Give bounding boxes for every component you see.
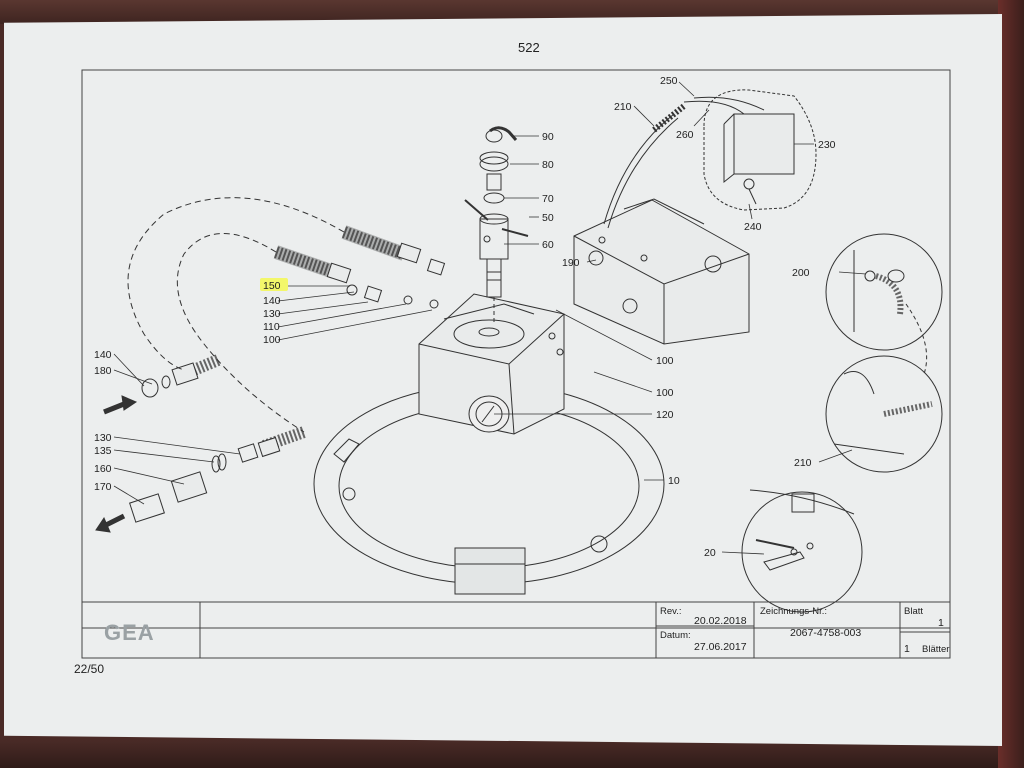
leader-lines: [113, 81, 867, 555]
callout-135: 135: [94, 445, 112, 457]
callout-230: 230: [818, 139, 836, 151]
callout-260: 260: [676, 129, 694, 141]
drawing-sheet: 522 22/50: [4, 14, 1002, 746]
detail-circle-200: [825, 233, 943, 351]
sheets-total: 1: [904, 643, 910, 655]
highlight-150: [260, 278, 288, 291]
valve-stack: [464, 126, 529, 324]
base-plate: [313, 383, 665, 595]
callout-80: 80: [542, 159, 554, 171]
callout-100-left: 100: [263, 334, 281, 346]
cable-210: [603, 113, 675, 225]
callout-140-left: 140: [94, 349, 112, 361]
callout-130-top: 130: [263, 308, 281, 320]
central-housing: [418, 293, 565, 435]
callout-200: 200: [792, 267, 810, 279]
drawing-no-label: Zeichnungs-Nr.:: [760, 606, 827, 617]
callout-240: 240: [744, 221, 762, 233]
datum-label: Datum:: [660, 630, 691, 641]
callout-100-low: 100: [656, 387, 674, 399]
hose-assembly: [95, 197, 446, 533]
drawing-frame: [81, 69, 951, 629]
gea-logo: GEA: [104, 620, 155, 645]
callout-100-mid: 100: [656, 355, 674, 367]
sheet-label: Blatt: [904, 606, 923, 617]
table-surface-right: [998, 0, 1024, 768]
exploded-parts-diagram: 90 80 70 50 60 190 250 210 260 230 240 2…: [81, 69, 951, 659]
detail-terminal-box: [683, 89, 817, 211]
datum-date: 27.06.2017: [694, 641, 747, 653]
callout-10: 10: [668, 475, 680, 487]
table-surface-bottom: [0, 740, 1024, 768]
rev-label: Rev.:: [660, 606, 681, 617]
callout-60: 60: [542, 239, 554, 251]
callout-180: 180: [94, 365, 112, 377]
sheet-index: 22/50: [74, 662, 105, 676]
callout-170: 170: [94, 481, 112, 493]
callout-50: 50: [542, 212, 554, 224]
callout-20: 20: [704, 547, 716, 559]
rev-date: 20.02.2018: [694, 615, 747, 627]
callout-250: 250: [660, 75, 678, 87]
callout-120: 120: [656, 409, 674, 421]
page-number: 522: [518, 40, 540, 55]
callout-210-right: 210: [794, 457, 812, 469]
callout-210-top: 210: [614, 101, 632, 113]
callout-110: 110: [263, 321, 280, 333]
callout-70: 70: [542, 193, 554, 205]
callout-190: 190: [562, 257, 580, 269]
callout-150: 150: [263, 280, 281, 292]
sheet-value: 1: [938, 617, 944, 629]
motor-box: [573, 198, 750, 345]
callout-160: 160: [94, 463, 112, 475]
callout-90: 90: [542, 131, 554, 143]
detail-circle-20: [741, 489, 863, 613]
title-block: [81, 601, 951, 659]
callout-140-top: 140: [263, 295, 281, 307]
callout-130-low: 130: [94, 432, 112, 444]
detail-circle-210: [825, 303, 943, 473]
sheets-label: Blätter: [922, 644, 949, 655]
drawing-no: 2067-4758-003: [790, 627, 861, 639]
